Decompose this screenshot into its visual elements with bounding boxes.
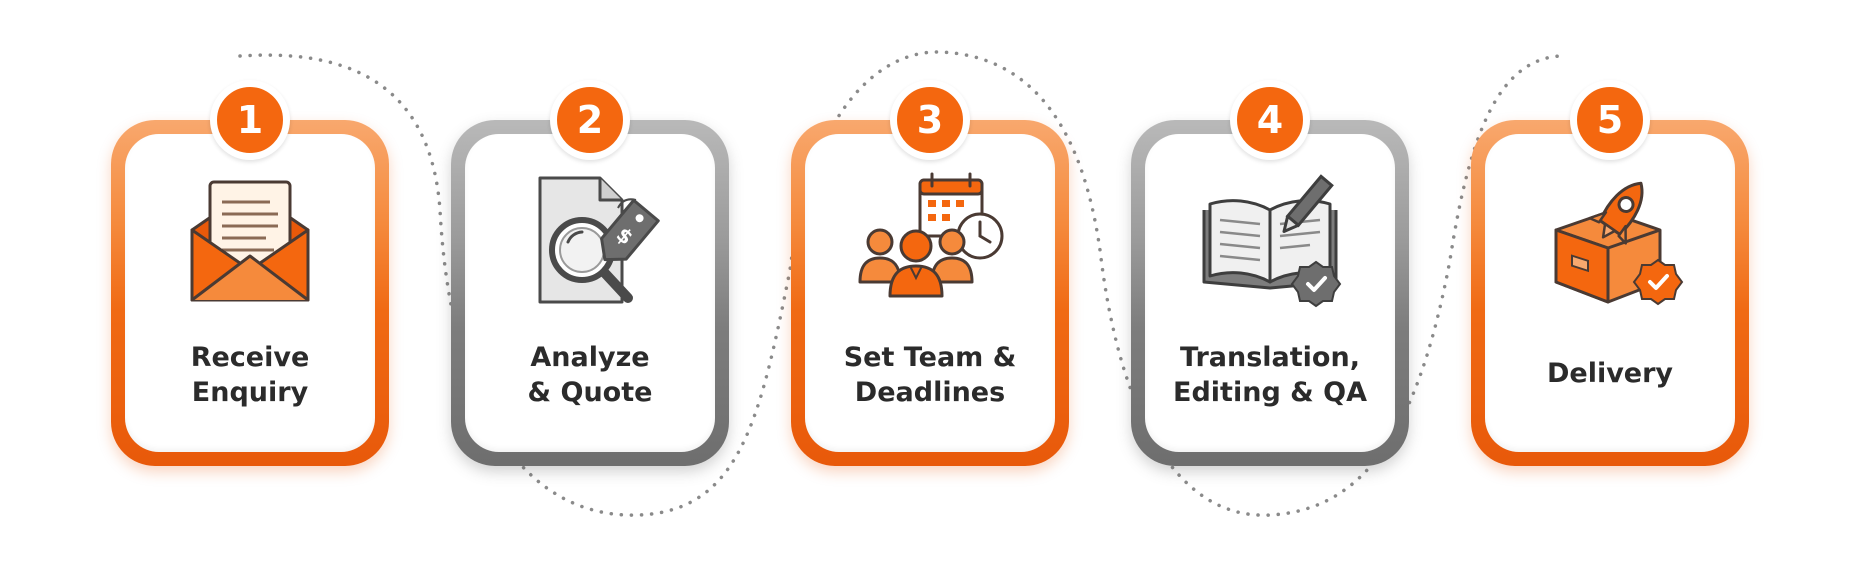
step-4-card: 4 — [1131, 80, 1409, 466]
book-pencil-check-icon — [1190, 170, 1350, 310]
step-5-label-line-1: Delivery — [1546, 358, 1674, 389]
step-5-label: Delivery — [1481, 356, 1739, 391]
step-1-card: 1 Receive Enquiry — [111, 80, 389, 466]
step-1-label-line-2: Enquiry — [191, 377, 309, 408]
rocket-box-check-icon — [1530, 170, 1690, 310]
step-3-label-line-1: Set Team & — [843, 342, 1017, 373]
step-3-number-badge: 3 — [890, 80, 970, 160]
envelope-letter-icon — [170, 170, 330, 310]
step-4-label-line-2: Editing & QA — [1173, 377, 1367, 408]
step-4-number-badge: 4 — [1230, 80, 1310, 160]
step-5-frame — [1471, 120, 1749, 466]
document-search-price-tag-icon: $ — [510, 170, 670, 310]
team-calendar-clock-icon — [850, 170, 1010, 310]
step-2-label-line-1: Analyze — [530, 342, 650, 373]
step-1-label: Receive Enquiry — [121, 340, 379, 410]
step-4-label-line-1: Translation, — [1180, 342, 1360, 373]
step-1-label-line-1: Receive — [190, 342, 310, 373]
step-2-card: 2 $ Analyze & Quote — [451, 80, 729, 466]
step-2-label: Analyze & Quote — [461, 340, 719, 410]
step-2-number-badge: 2 — [550, 80, 630, 160]
step-4-label: Translation, Editing & QA — [1141, 340, 1399, 410]
step-5-number-badge: 5 — [1570, 80, 1650, 160]
step-3-label: Set Team & Deadlines — [801, 340, 1059, 410]
step-3-card: 3 — [791, 80, 1069, 466]
step-4-frame — [1131, 120, 1409, 466]
step-3-label-line-2: Deadlines — [854, 377, 1006, 408]
step-4-inner — [1145, 134, 1395, 452]
step-1-number-badge: 1 — [210, 80, 290, 160]
step-2-label-line-2: & Quote — [527, 377, 653, 408]
step-5-card: 5 — [1471, 80, 1749, 466]
